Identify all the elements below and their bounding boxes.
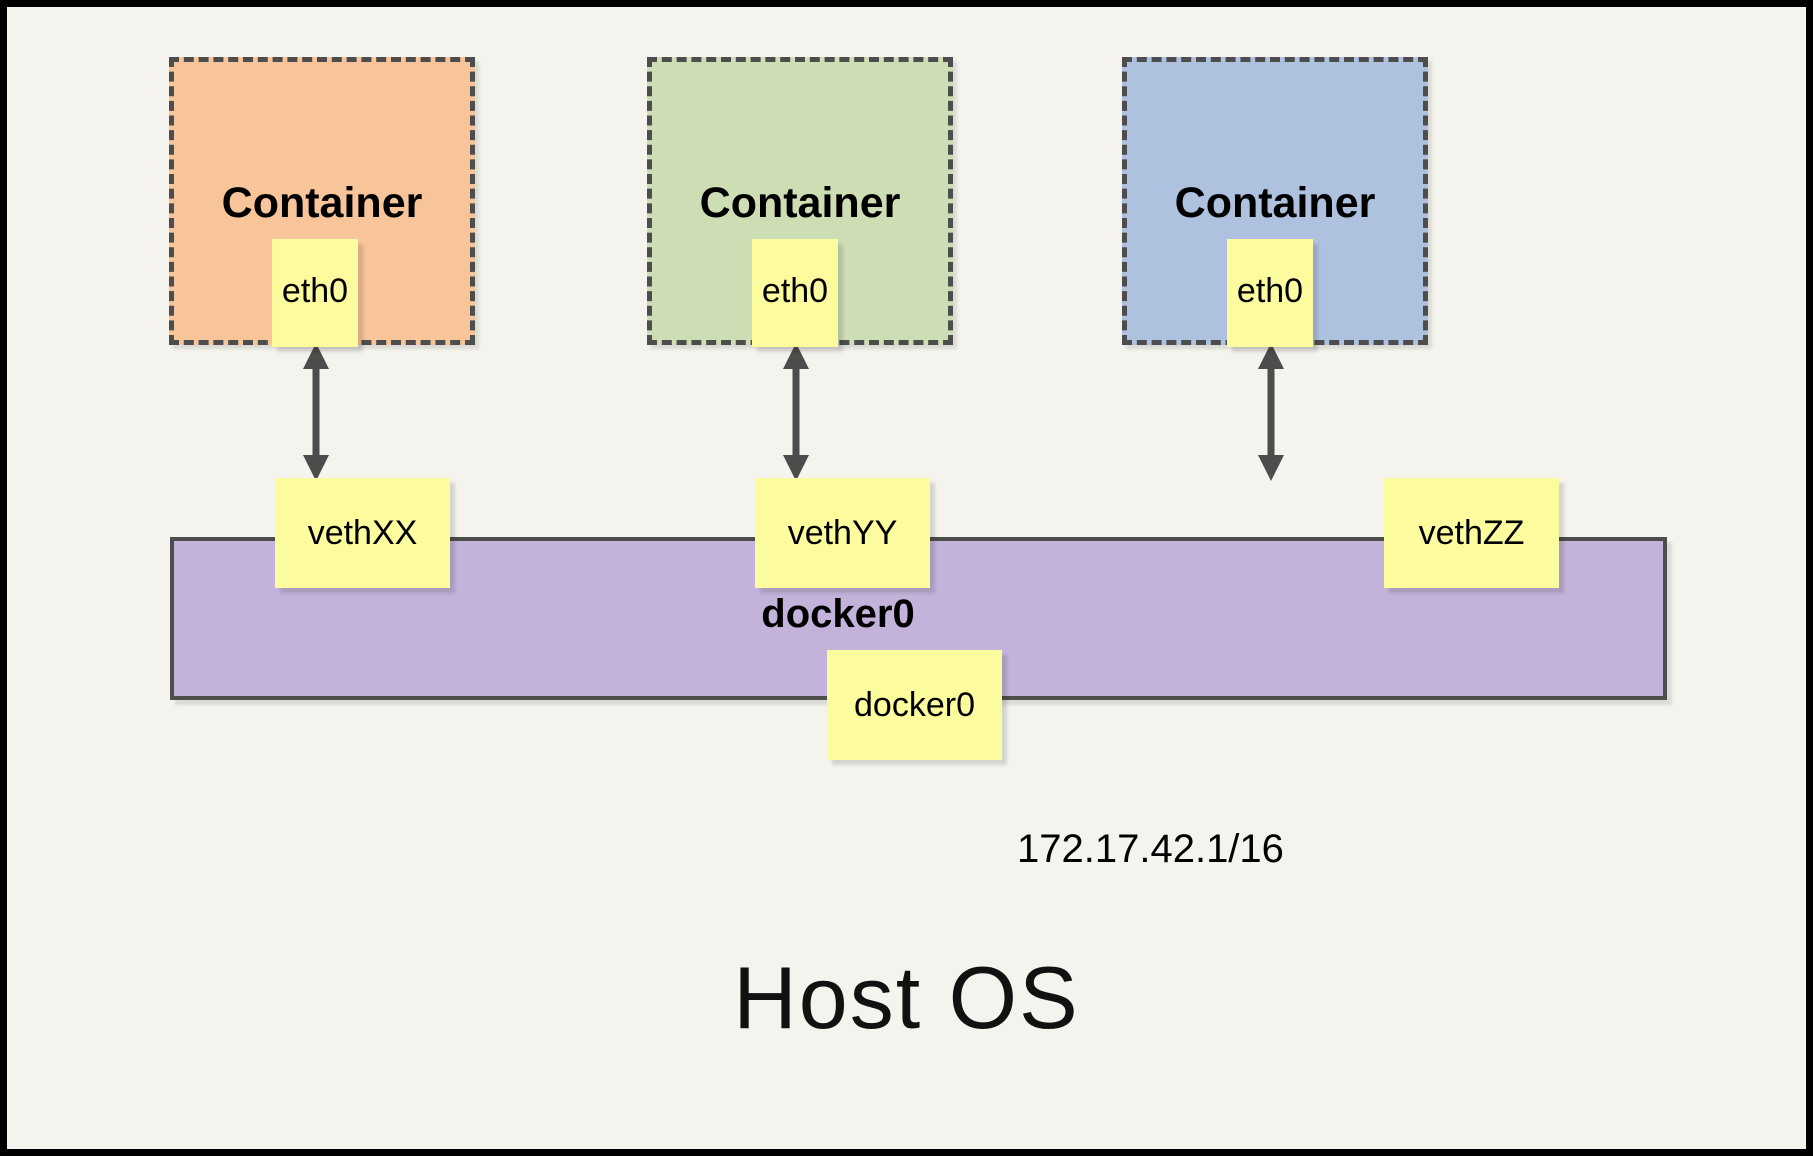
docker0-bridge-label: docker0 (761, 592, 915, 636)
veth-box-1: vethXX (275, 478, 450, 588)
veth-label-1: vethXX (307, 513, 418, 552)
container-label-3: Container (1174, 179, 1376, 227)
eth0-box-3: eth0 (1227, 239, 1313, 347)
veth-arrow-1 (303, 343, 329, 481)
container-label-2: Container (699, 179, 901, 227)
host-os-label: Host OS (733, 948, 1080, 1047)
docker0-interface-label: docker0 (854, 685, 975, 724)
docker0-interface-box: docker0 (827, 650, 1002, 760)
eth0-box-2: eth0 (752, 239, 838, 347)
veth-arrow-3 (1258, 343, 1284, 481)
veth-label-3: vethZZ (1418, 513, 1525, 552)
veth-arrow-2 (783, 343, 809, 481)
eth0-label-2: eth0 (761, 272, 829, 310)
veth-label-2: vethYY (787, 513, 898, 552)
container-label-1: Container (221, 179, 423, 227)
eth0-label-1: eth0 (281, 272, 349, 310)
veth-box-2: vethYY (755, 478, 930, 588)
eth0-box-1: eth0 (272, 239, 358, 347)
veth-box-3: vethZZ (1384, 478, 1559, 588)
docker0-ip-label: 172.17.42.1/16 (1017, 827, 1284, 871)
eth0-label-3: eth0 (1236, 272, 1304, 310)
